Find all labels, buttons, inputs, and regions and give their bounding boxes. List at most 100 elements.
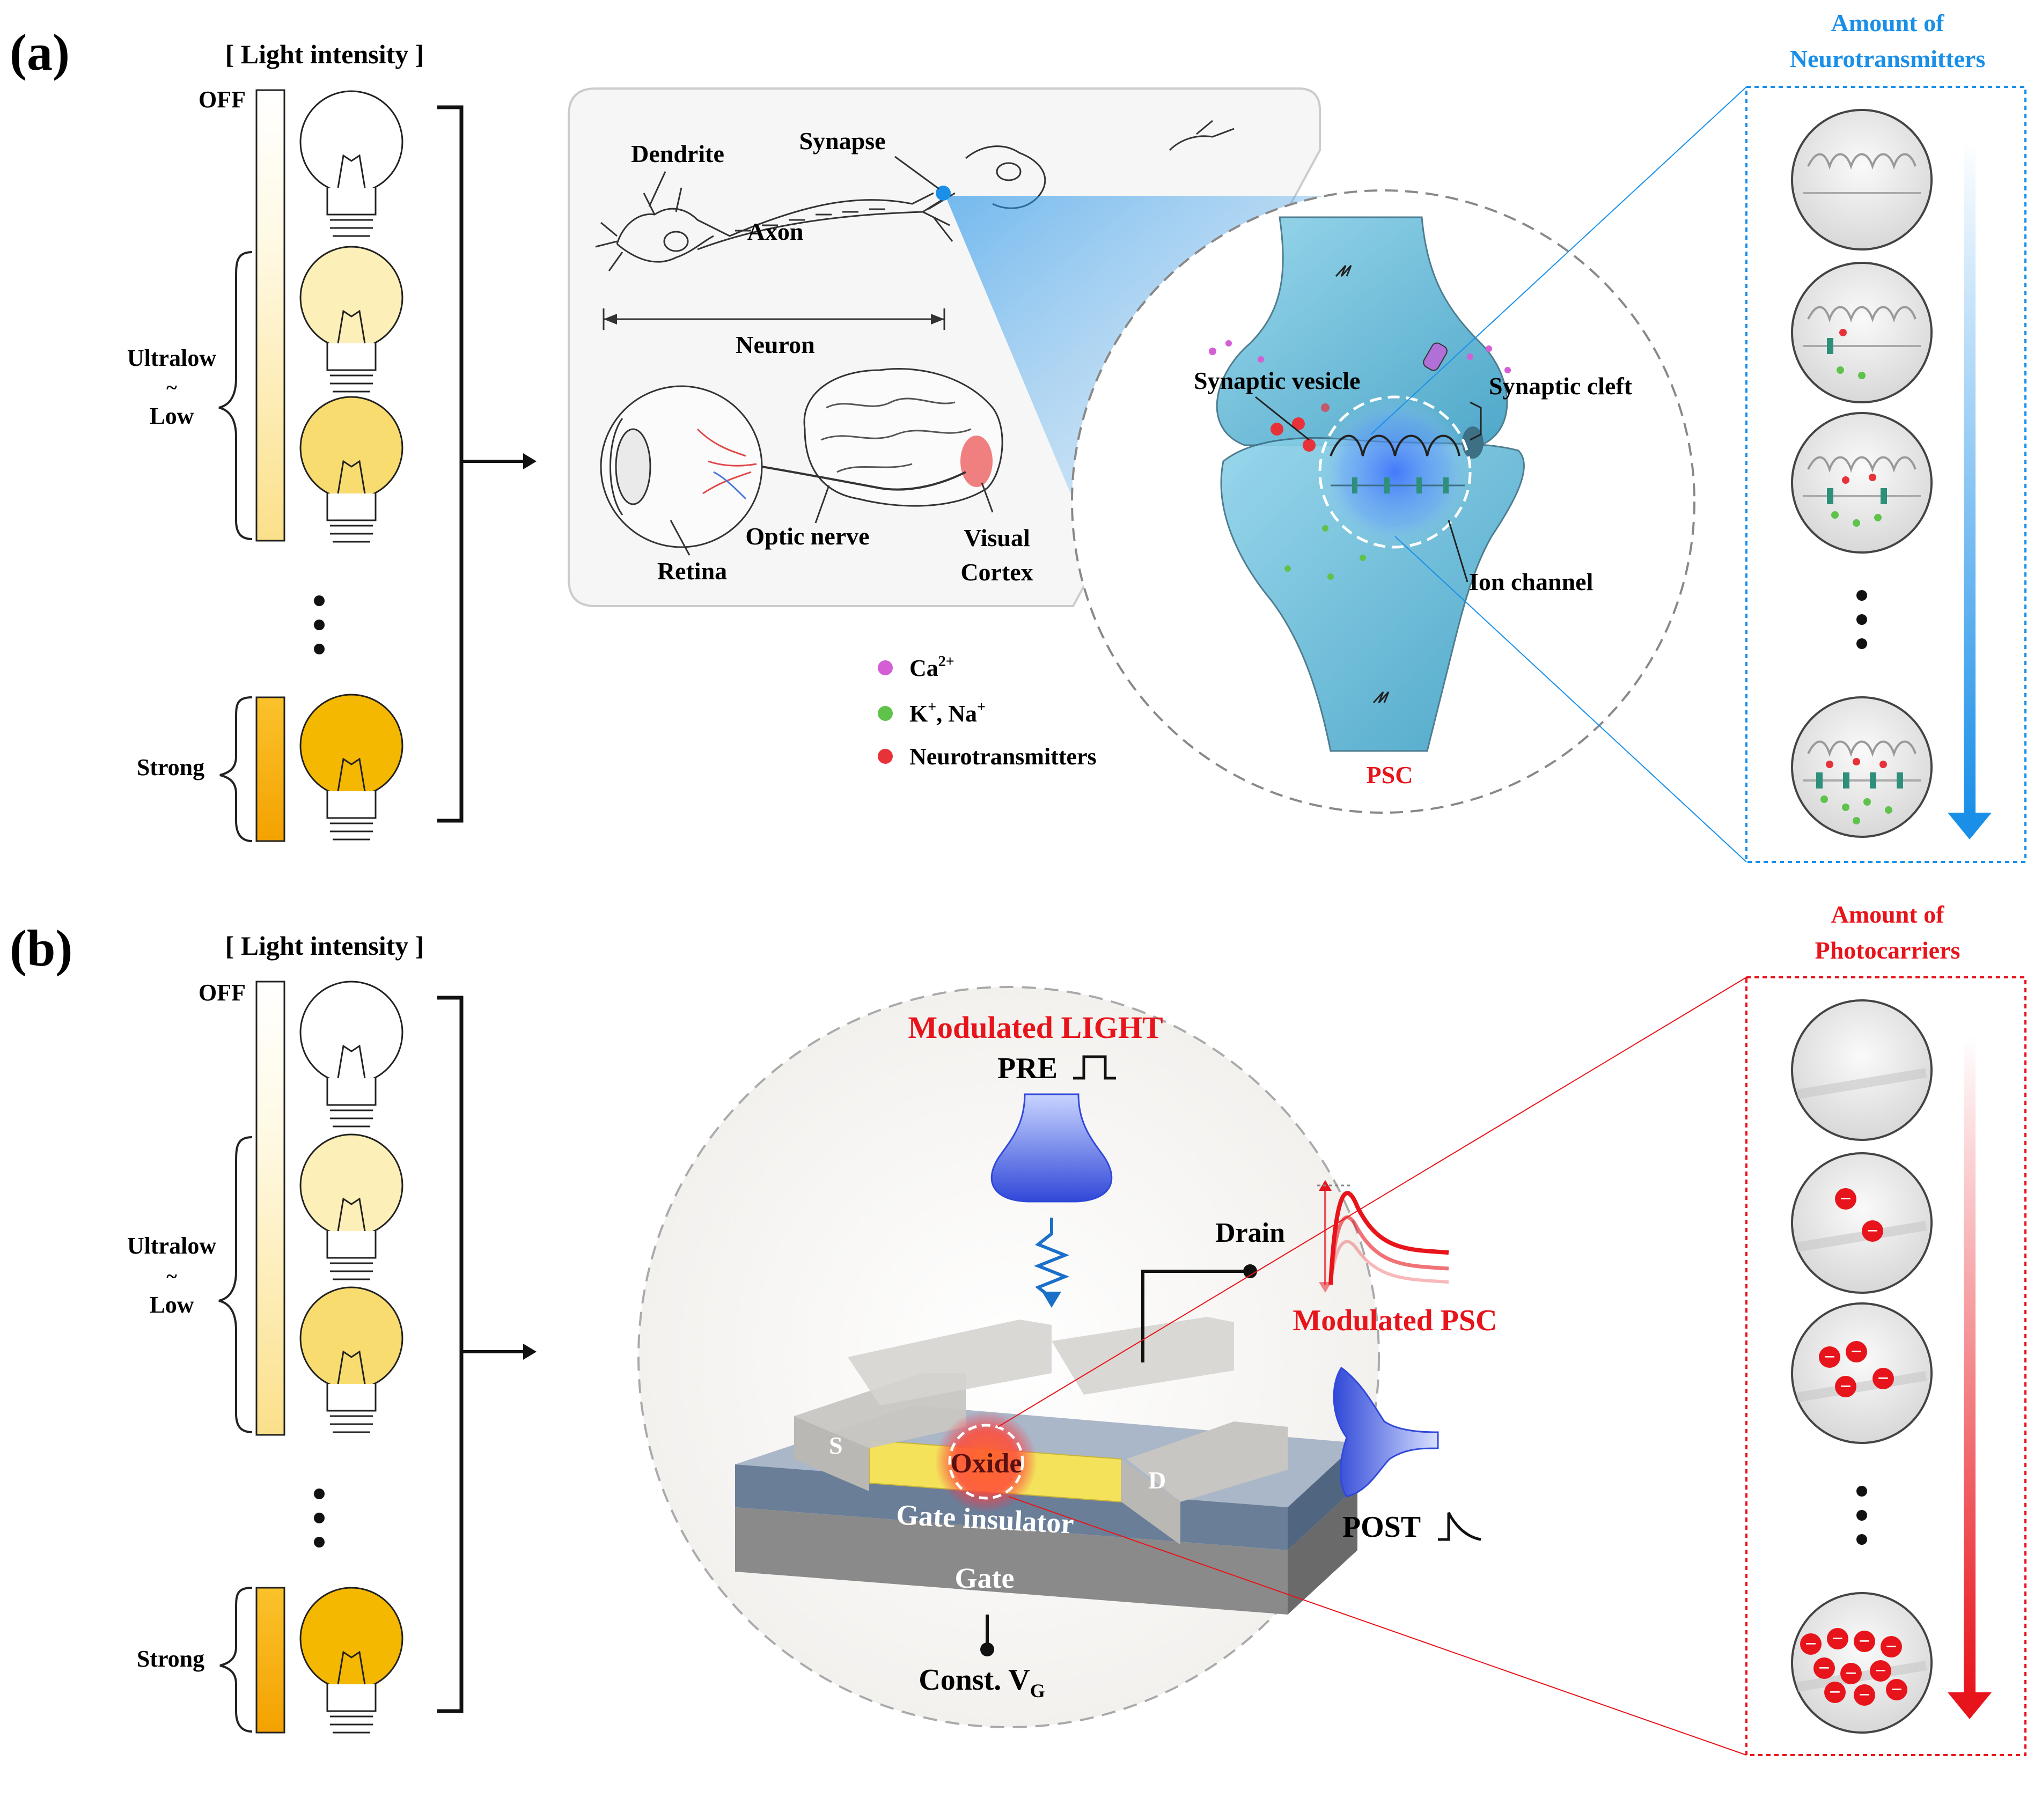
postsynaptic-terminal-icon bbox=[1333, 1366, 1439, 1498]
bulb-strong-icon-b bbox=[299, 1587, 403, 1734]
drain-wire bbox=[1141, 1270, 1250, 1362]
red-gradient-arrow-head bbox=[1948, 1692, 1992, 1719]
level-strong-label-b: Strong bbox=[137, 1646, 204, 1672]
source-electrode-upper bbox=[848, 1320, 1052, 1405]
optic-nerve-path bbox=[761, 466, 966, 491]
zoom-line-top-b bbox=[997, 977, 1747, 1427]
bulb-strong-icon bbox=[299, 694, 403, 841]
electron-minus-symbol: − bbox=[1859, 1630, 1870, 1653]
brace-strong-b bbox=[219, 1587, 253, 1733]
pc-level-2 bbox=[1791, 1302, 1933, 1444]
level-ultralow-label-b: Ultralow bbox=[127, 1233, 216, 1259]
source-electrode-front bbox=[794, 1416, 869, 1491]
gate-front bbox=[735, 1507, 1288, 1615]
ellipsis-dots-left bbox=[314, 595, 325, 654]
vesicle-pointer bbox=[1255, 396, 1310, 441]
electron-minus-symbol: − bbox=[1867, 1220, 1878, 1242]
light-intensity-header: [ Light intensity ] bbox=[225, 39, 424, 69]
label-pre: PRE bbox=[997, 1052, 1058, 1085]
legend-k-na-marker bbox=[878, 706, 893, 721]
level-ultralow-label: Ultralow bbox=[127, 345, 216, 371]
gate-terminal-dot bbox=[980, 1642, 994, 1656]
electron-marker bbox=[1873, 1368, 1894, 1389]
label-gate: Gate bbox=[955, 1562, 1015, 1594]
label-post: POST bbox=[1342, 1510, 1421, 1544]
panel-a-label: (a) bbox=[10, 24, 70, 81]
level-tilde-b: ~ bbox=[166, 1265, 177, 1288]
label-visual: Visual bbox=[964, 524, 1030, 551]
pc-amount-box bbox=[1745, 976, 2026, 1756]
bulb-low-icon bbox=[299, 396, 403, 543]
level-tilde: ~ bbox=[166, 377, 177, 399]
label-oxide: Oxide bbox=[951, 1448, 1022, 1479]
electron-marker bbox=[1835, 1376, 1856, 1397]
bracket-a bbox=[437, 105, 464, 823]
bracket-b bbox=[437, 996, 464, 1713]
light-down-arrow-icon bbox=[1042, 1292, 1061, 1308]
label-psc: PSC bbox=[1367, 761, 1413, 789]
arrow-b-head bbox=[523, 1344, 537, 1360]
visual-cortex-pointer bbox=[981, 482, 994, 513]
bulb-off-icon bbox=[299, 90, 403, 237]
amount-pc-title-line1: Amount of bbox=[1831, 901, 1945, 928]
amount-nt-title-line2: Neurotransmitters bbox=[1790, 45, 1986, 72]
electron-marker bbox=[1827, 1628, 1848, 1649]
optic-nerve-pointer bbox=[814, 485, 830, 524]
label-synaptic-vesicle: Synaptic vesicle bbox=[1194, 367, 1360, 394]
nt-amount-box bbox=[1745, 86, 2026, 863]
legend-ca-label: Ca2+ bbox=[909, 653, 954, 681]
label-cortex: Cortex bbox=[960, 558, 1033, 586]
level-low-label-b: Low bbox=[149, 1292, 194, 1318]
electron-minus-symbol: − bbox=[1859, 1684, 1870, 1706]
brace-strong bbox=[219, 696, 253, 842]
red-gradient-arrow-shaft bbox=[1964, 1035, 1976, 1695]
intensity-bar-gradient bbox=[255, 89, 285, 542]
electron-marker bbox=[1862, 1220, 1883, 1242]
electron-minus-symbol: − bbox=[1885, 1635, 1897, 1658]
zoom-line-bottom-b bbox=[1008, 1496, 1747, 1756]
bulb-ultralow-icon-b bbox=[299, 1133, 403, 1280]
brain-drawing bbox=[803, 368, 1003, 507]
gate-side bbox=[1288, 1486, 1357, 1615]
label-ion-channel: Ion channel bbox=[1469, 568, 1593, 595]
electron-minus-symbol: − bbox=[1818, 1657, 1830, 1679]
legend: Ca2+ K+, Na+ Neurotransmitters bbox=[878, 653, 1097, 770]
label-optic-nerve: Optic nerve bbox=[745, 522, 869, 550]
gate-insulator-front bbox=[735, 1464, 1288, 1550]
electron-marker bbox=[1854, 1684, 1875, 1706]
dendrite-pointer bbox=[648, 171, 666, 207]
electron-minus-symbol: − bbox=[1824, 1346, 1835, 1368]
retina-pointer bbox=[670, 520, 691, 556]
electron-minus-symbol: − bbox=[1891, 1678, 1903, 1701]
legend-nt-label: Neurotransmitters bbox=[909, 743, 1097, 770]
light-spot-outline bbox=[948, 1424, 1024, 1500]
electron-marker bbox=[1846, 1341, 1867, 1362]
label-synapse: Synapse bbox=[799, 127, 885, 154]
electron-marker bbox=[1800, 1633, 1822, 1655]
blue-gradient-arrow-shaft bbox=[1964, 139, 1976, 815]
electron-minus-symbol: − bbox=[1832, 1627, 1844, 1650]
drain-electrode-front bbox=[1121, 1459, 1180, 1545]
bulb-low-icon-b bbox=[299, 1286, 403, 1433]
nt-level-1 bbox=[1791, 262, 1933, 403]
electron-marker bbox=[1819, 1346, 1840, 1368]
electron-minus-symbol: − bbox=[1851, 1340, 1862, 1363]
electron-minus-symbol: − bbox=[1845, 1662, 1857, 1685]
synapse-illustration bbox=[1209, 216, 1525, 752]
zoom-line-bottom-a bbox=[1394, 536, 1747, 863]
electron-minus-symbol: − bbox=[1875, 1660, 1886, 1682]
electron-marker bbox=[1824, 1682, 1846, 1703]
ellipsis-dots-left-b bbox=[314, 1489, 325, 1548]
arrow-a-head bbox=[523, 453, 537, 469]
electron-marker bbox=[1854, 1631, 1875, 1652]
post-pulse-icon bbox=[1438, 1512, 1481, 1541]
pre-pulse-icon bbox=[1073, 1055, 1116, 1080]
bulb-off-icon-b bbox=[299, 981, 403, 1128]
label-modulated-psc: Modulated PSC bbox=[1293, 1304, 1497, 1337]
level-off-label: OFF bbox=[199, 86, 246, 113]
electron-minus-symbol: − bbox=[1840, 1375, 1852, 1398]
label-source: S bbox=[829, 1432, 843, 1459]
ellipsis-dots-pc bbox=[1856, 1486, 1867, 1545]
level-strong-label: Strong bbox=[137, 754, 204, 780]
